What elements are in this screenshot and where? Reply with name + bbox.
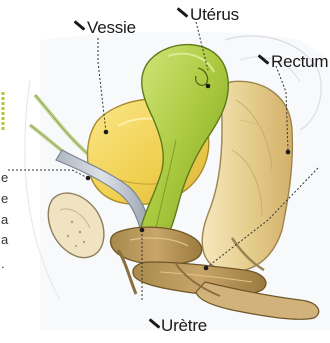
cropped-text-1: e	[1, 170, 8, 185]
cropped-text-3: a	[1, 212, 8, 227]
label-rectum: Rectum	[271, 53, 328, 71]
label-uterus: Utérus	[190, 6, 239, 24]
leader-dot-left	[86, 176, 91, 181]
leader-dot-uterus	[206, 84, 211, 89]
leader-dot-uretre	[140, 228, 145, 233]
label-vessie: Vessie	[87, 19, 136, 37]
cropped-text-2: e	[1, 191, 8, 206]
leader-dot-vessie	[104, 130, 109, 135]
label-uretre: Urètre	[161, 317, 207, 335]
leader-dot-right	[204, 266, 209, 271]
cropped-text-4: a	[1, 232, 8, 247]
cropped-text-5: .	[1, 256, 5, 271]
leader-dot-rectum	[286, 150, 291, 155]
